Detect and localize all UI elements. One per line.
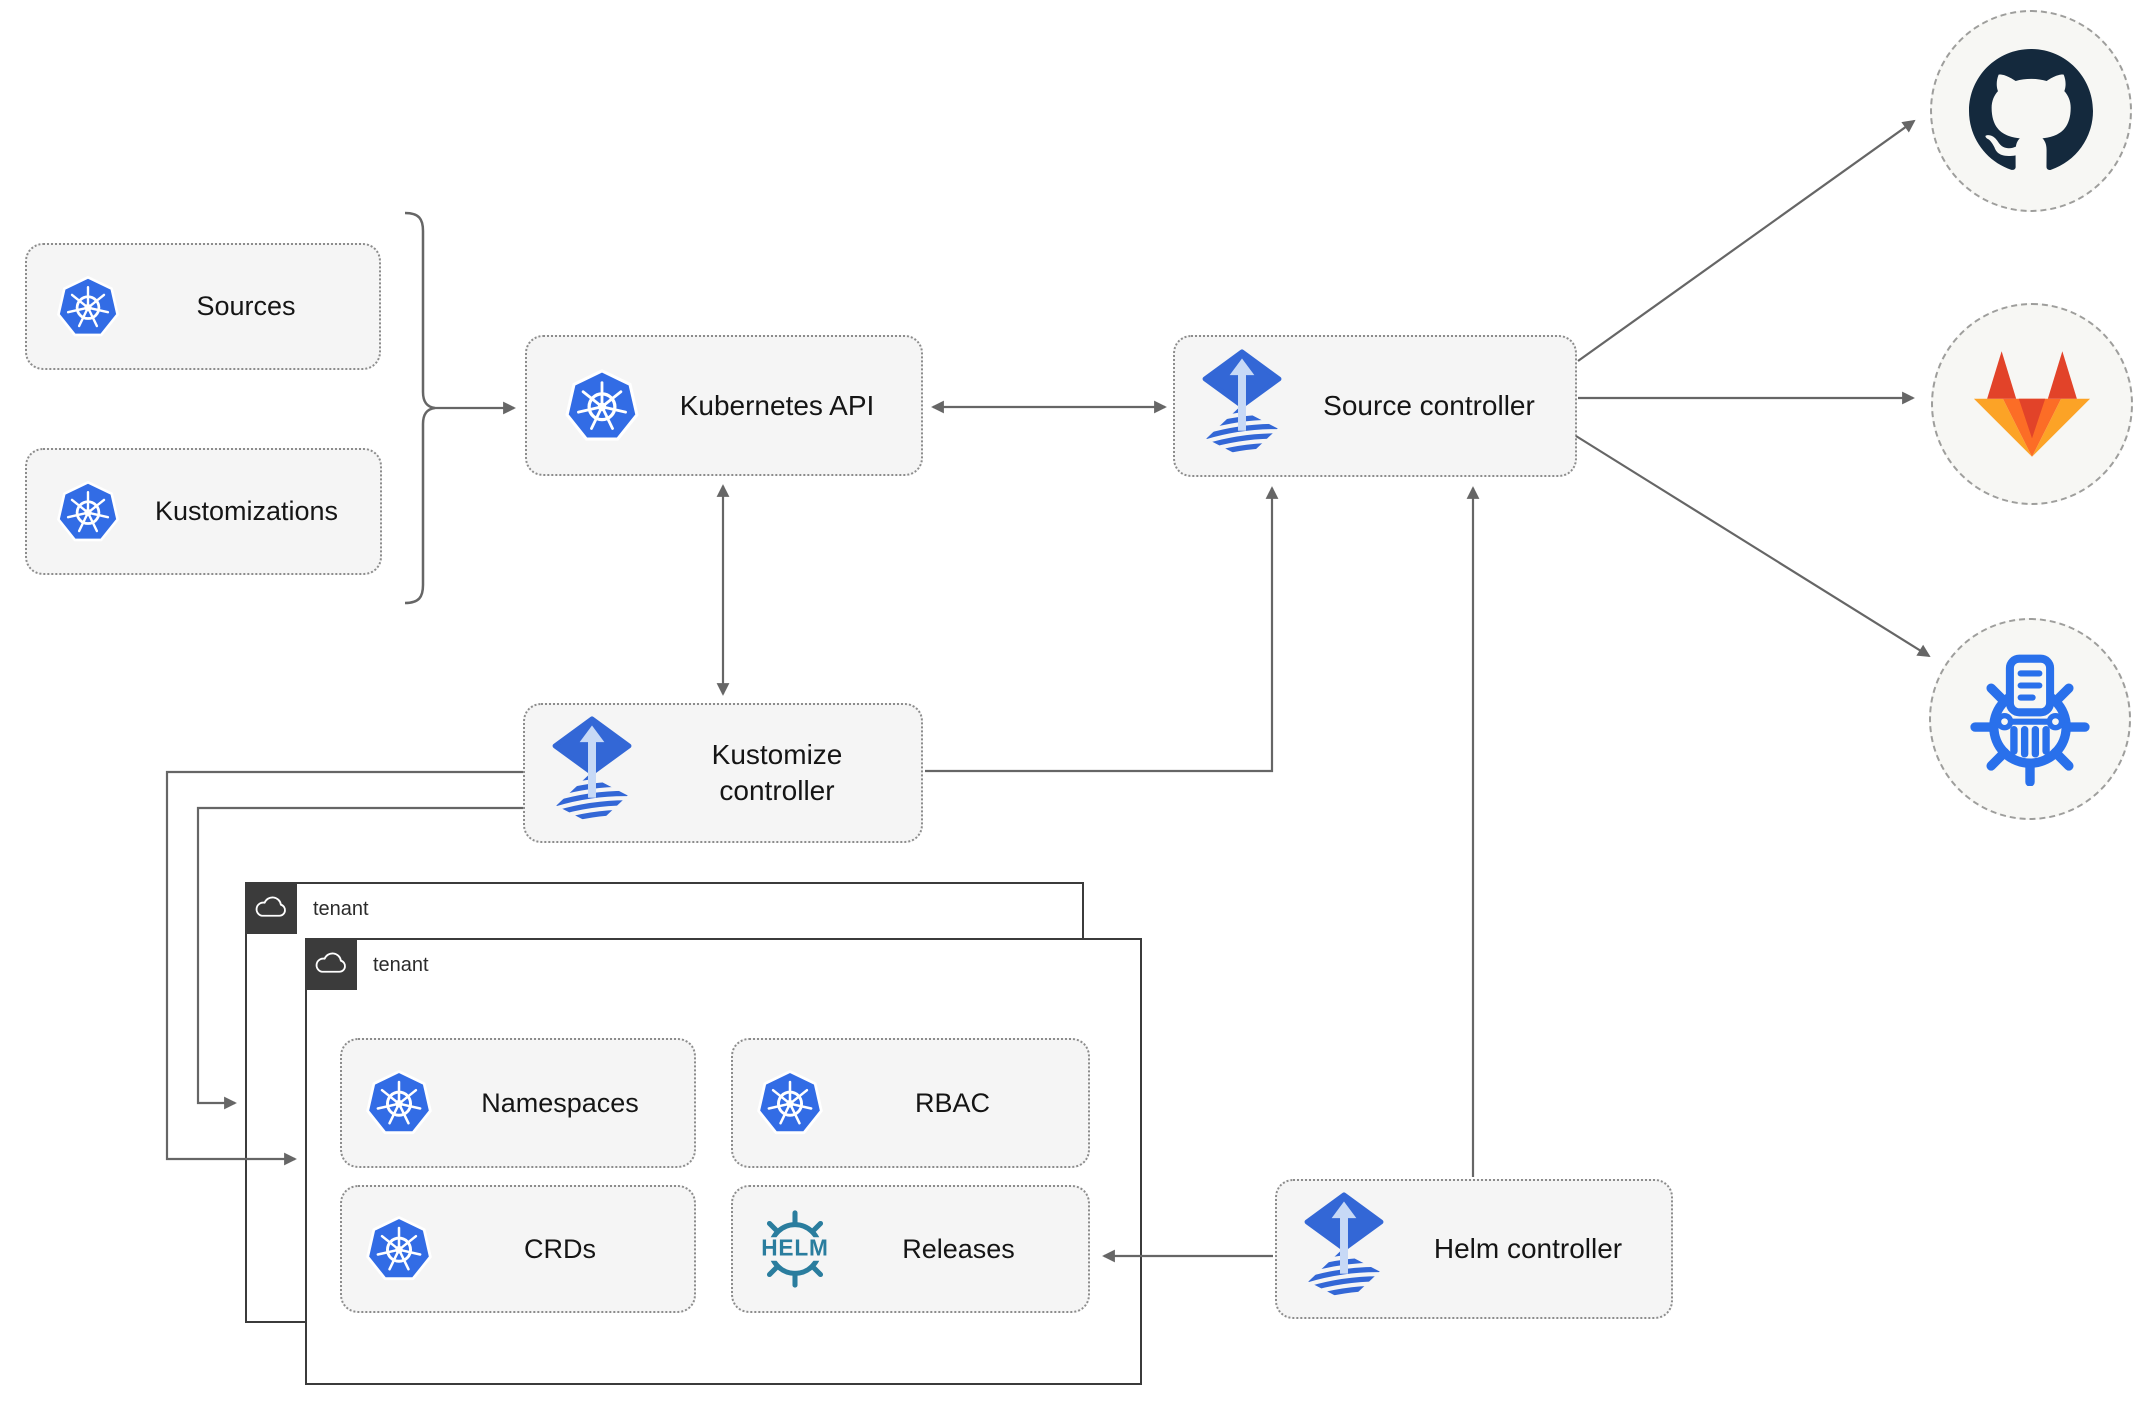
helm-icon	[753, 1207, 837, 1291]
github-icon	[1969, 49, 2093, 173]
node-label: Kubernetes API	[679, 389, 875, 421]
tenant-label: tenant	[373, 954, 429, 976]
kubernetes-icon	[364, 1068, 434, 1138]
connector-source-controller-to-helm-repository	[1575, 435, 1931, 658]
bracket-sources-kustomizations	[404, 211, 436, 605]
kubernetes-icon	[55, 479, 121, 545]
endpoint-github	[1930, 10, 2132, 212]
gitlab-icon	[1966, 343, 2098, 465]
node-label: Source controller	[1323, 390, 1535, 422]
tenant-badge	[304, 937, 357, 990]
node-helm-controller: Helm controller	[1275, 1179, 1673, 1319]
endpoint-gitlab	[1931, 303, 2133, 505]
connector-kustomize-to-source-controller	[925, 486, 1279, 773]
helm-chart-repository-icon	[1963, 652, 2097, 786]
kubernetes-icon	[563, 367, 641, 445]
node-label: Releases	[902, 1233, 1015, 1264]
node-label: Sources	[196, 291, 296, 322]
kubernetes-icon	[755, 1068, 825, 1138]
node-sources: Sources	[25, 243, 381, 370]
node-label: RBAC	[914, 1087, 990, 1118]
kubernetes-icon	[364, 1214, 434, 1284]
node-label: Helm controller	[1433, 1233, 1623, 1265]
node-namespaces: Namespaces	[340, 1038, 696, 1168]
cloud-icon	[314, 952, 348, 976]
kubernetes-icon	[55, 274, 121, 340]
connector-source-controller-to-github	[1577, 119, 1916, 362]
node-kustomize-controller: Kustomize controller	[523, 703, 923, 843]
tenant-badge	[244, 881, 297, 934]
node-label: Kustomizations	[154, 496, 339, 527]
node-label: CRDs	[524, 1233, 596, 1264]
node-rbac: RBAC	[731, 1038, 1090, 1168]
flux-icon	[543, 716, 641, 830]
endpoint-helm-repository	[1929, 618, 2131, 820]
node-releases: Releases	[731, 1185, 1090, 1313]
node-source-controller: Source controller	[1173, 335, 1577, 477]
node-label: Kustomize controller	[711, 739, 843, 806]
cloud-icon	[254, 896, 288, 920]
flux-icon	[1193, 349, 1291, 463]
node-kustomizations: Kustomizations	[25, 448, 382, 575]
node-crds: CRDs	[340, 1185, 696, 1313]
node-kubernetes-api: Kubernetes API	[525, 335, 923, 476]
flux-icon	[1295, 1192, 1393, 1306]
tenant-label: tenant	[313, 898, 369, 920]
node-label: Namespaces	[481, 1087, 639, 1118]
